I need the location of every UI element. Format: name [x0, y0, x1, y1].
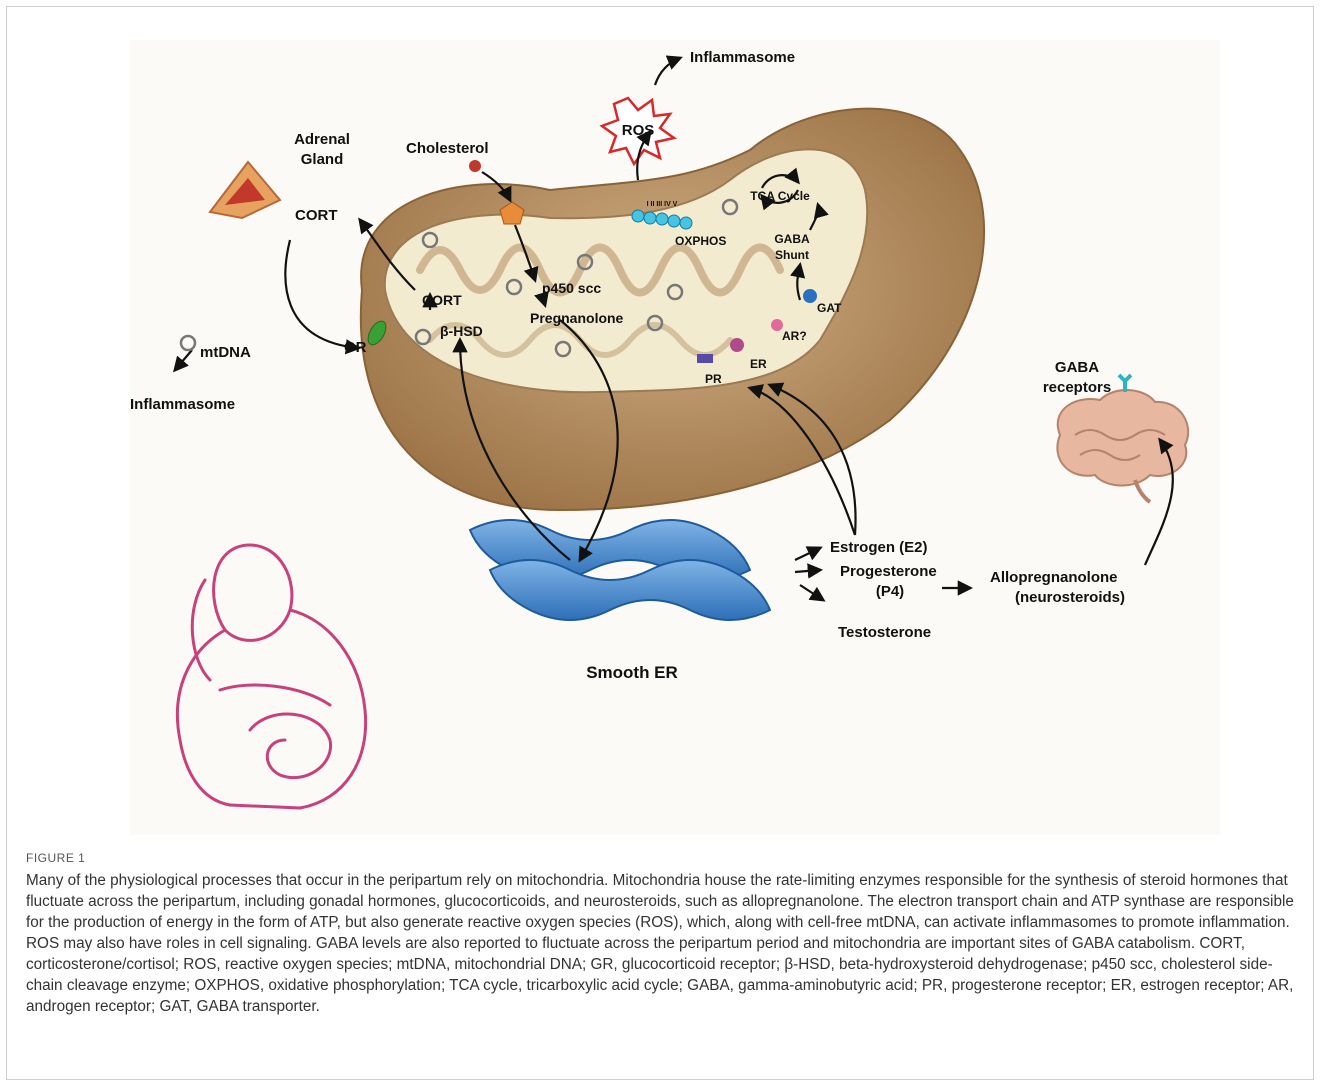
er-receptor — [730, 338, 744, 352]
arrow-mtdna-to-inflammasome — [175, 350, 192, 370]
label-pregnanolone: Pregnanolone — [530, 310, 624, 326]
label-cort-outer: CORT — [295, 207, 338, 224]
brain-icon — [1057, 390, 1188, 502]
label-tca: TCA Cycle — [750, 189, 810, 203]
label-adrenal-line2: Gland — [301, 151, 344, 168]
label-adrenal-line1: Adrenal — [294, 131, 350, 148]
label-pr: PR — [705, 372, 722, 386]
label-p450: p450 scc — [542, 280, 601, 296]
label-er: ER — [750, 357, 767, 371]
label-allo-line1: Allopregnanolone — [990, 569, 1118, 586]
label-gaba-receptors-line2: receptors — [1043, 379, 1111, 396]
label-estrogen: Estrogen (E2) — [830, 539, 928, 556]
diagram-svg: I II III IV V — [130, 40, 1220, 835]
label-beta-hsd: β-HSD — [440, 323, 483, 339]
arrow-er-to-progesterone — [795, 570, 820, 572]
arrow-cort-to-gr — [285, 240, 358, 348]
label-inflammasome-left: Inflammasome — [130, 396, 235, 413]
label-gat: GAT — [817, 301, 842, 315]
label-gaba-shunt-line2: Shunt — [775, 248, 809, 262]
label-allo-line2: (neurosteroids) — [1015, 589, 1125, 606]
complexes-label: I II III IV V — [647, 201, 678, 208]
label-gaba-receptors-line1: GABA — [1055, 359, 1099, 376]
label-testosterone: Testosterone — [838, 624, 931, 641]
label-gaba-shunt-line1: GABA — [774, 232, 810, 246]
label-mtdna: mtDNA — [200, 344, 251, 361]
cholesterol-molecule-icon — [469, 160, 481, 172]
mother-baby-outline — [177, 545, 365, 808]
figure-illustration: I II III IV V — [130, 40, 1220, 835]
arrow-er-to-testosterone — [800, 585, 823, 600]
mitochondrion: I II III IV V — [361, 109, 984, 510]
label-gr: GR — [344, 339, 367, 356]
label-cholesterol: Cholesterol — [406, 140, 489, 157]
label-ros: ROS — [622, 122, 655, 139]
label-oxphos: OXPHOS — [675, 234, 726, 248]
figure-caption: Many of the physiological processes that… — [26, 870, 1296, 1017]
label-progesterone-line1: Progesterone — [840, 563, 937, 580]
mtdna-icon — [181, 336, 195, 350]
label-smooth-er: Smooth ER — [586, 663, 678, 682]
label-cort-inner: CORT — [422, 292, 462, 308]
label-inflammasome-top: Inflammasome — [690, 49, 795, 66]
gat-receptor — [803, 289, 817, 303]
pr-receptor — [697, 354, 713, 363]
arrow-ros-to-inflammasome — [655, 58, 680, 85]
arrow-er-to-estrogen — [795, 548, 820, 560]
figure-label: FIGURE 1 — [26, 851, 85, 865]
smooth-er-icon — [470, 520, 770, 620]
label-ar: AR? — [782, 329, 807, 343]
label-progesterone-line2: (P4) — [876, 583, 904, 600]
